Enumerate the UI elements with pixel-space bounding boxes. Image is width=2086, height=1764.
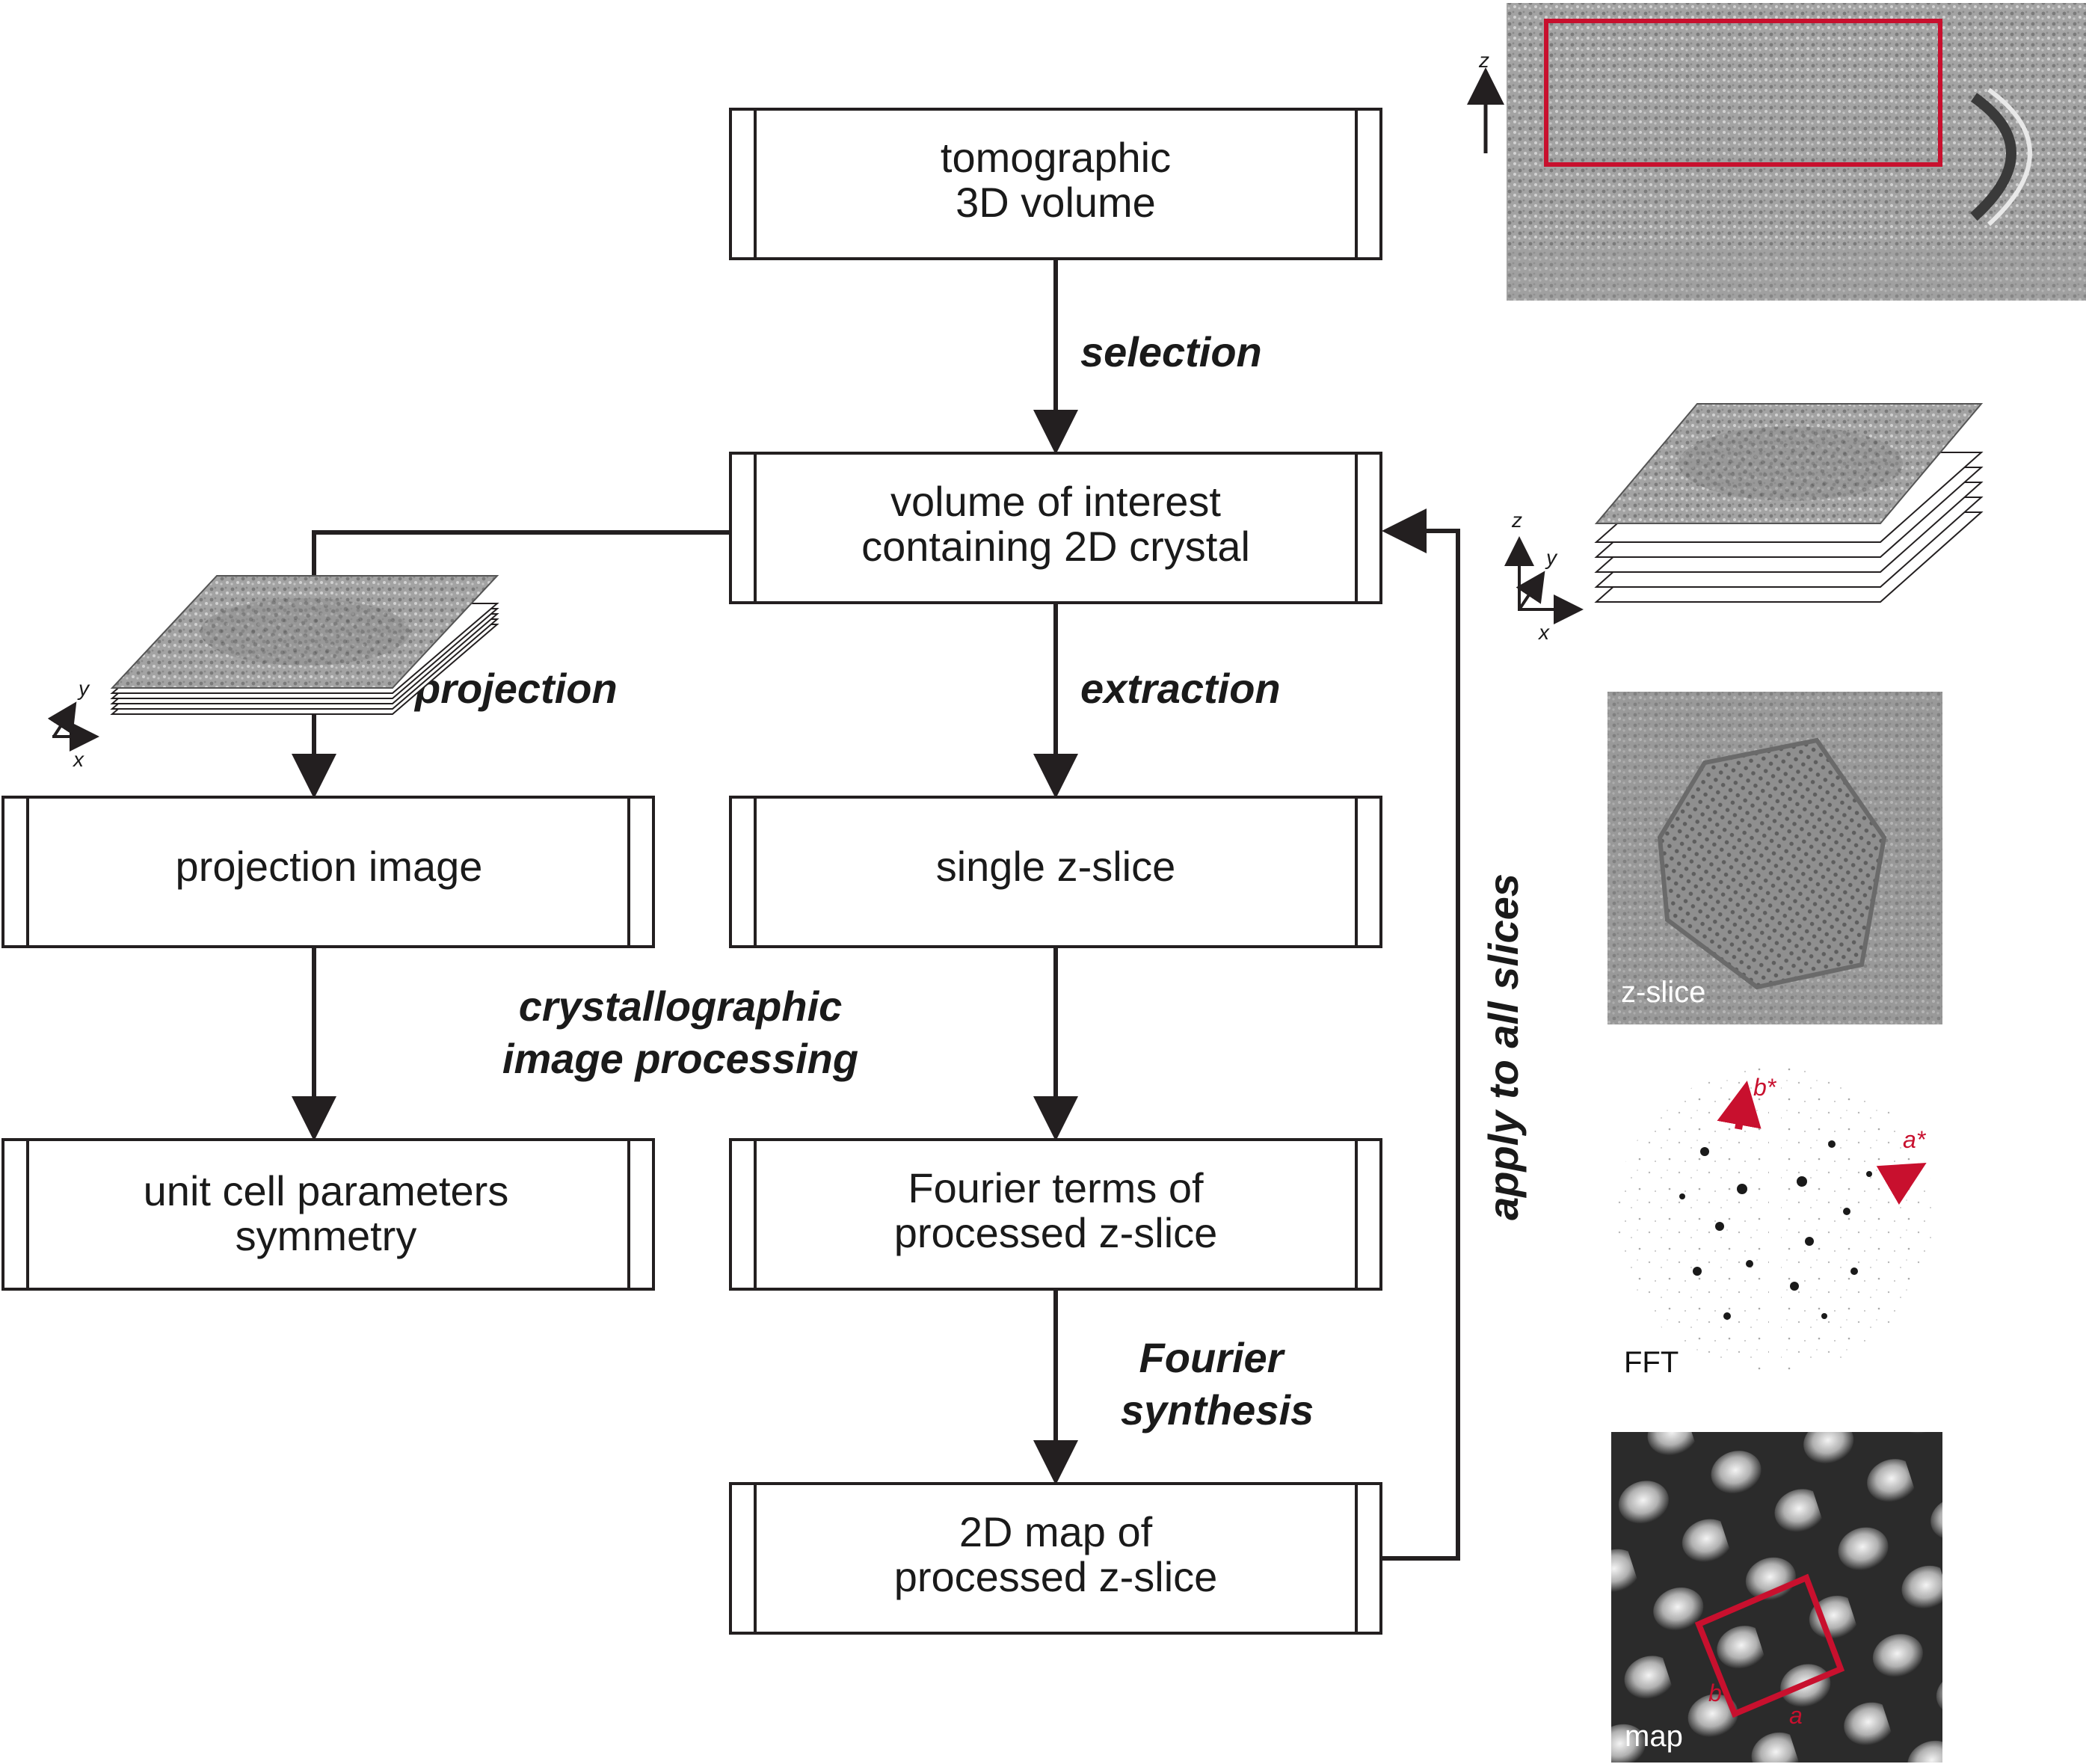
box-projection-line1: projection image [176,843,483,890]
axis-triad-icon: y x [47,677,99,771]
box-2d-map-line2: processed z-slice [894,1553,1218,1600]
arrow-left-icon [1381,508,1460,1561]
z-slice-label: z-slice [1621,976,1705,1009]
step-selection: selection [1080,328,1262,375]
axis-z-stack: z [1511,508,1522,532]
step-apply-to-all: apply to all slices [1480,873,1527,1220]
box-fourier-terms-line2: processed z-slice [894,1209,1218,1256]
z-slice-panel: z-slice [1607,692,1942,1024]
box-tomographic-line2: 3D volume [956,179,1156,226]
fft-a-star: a* [1903,1126,1927,1153]
box-volume-line2: containing 2D crystal [861,523,1250,570]
step-crystallographic-line1: crystallographic [519,983,843,1030]
box-tomographic: tomographic 3D volume [729,108,1382,260]
step-projection: projection [413,665,618,712]
box-unit-cell: unit cell parameters symmetry [1,1138,655,1291]
axis-x-stack: x [1537,621,1550,644]
box-volume-line1: volume of interest [890,478,1221,525]
box-fourier-terms-line1: Fourier terms of [908,1164,1204,1211]
step-fourier-line2: synthesis [1121,1386,1314,1433]
fft-label: FFT [1624,1346,1679,1379]
axis-triad-icon: z y x [1504,508,1584,644]
box-unit-cell-line1: unit cell parameters [144,1167,509,1214]
map-label: map [1625,1720,1683,1753]
box-projection-image: projection image [1,796,655,948]
connectors [292,259,1460,1561]
axis-y-stack: y [1545,546,1558,569]
step-crystallographic-line2: image processing [502,1035,858,1082]
map-a-label: a [1789,1702,1803,1729]
box-2d-map: 2D map of processed z-slice [729,1482,1382,1635]
box-tomographic-line1: tomographic [941,134,1171,181]
step-fourier-line1: Fourier [1139,1334,1286,1381]
tomogram-image [1507,3,2086,301]
map-panel: a b map [1611,1432,1942,1763]
step-extraction: extraction [1080,665,1281,712]
slice-stack-icon [110,575,499,715]
axis-y-left: y [77,677,90,700]
map-b-label: b [1708,1680,1722,1706]
fft-b-star: b* [1753,1074,1777,1101]
unit-cell-outline [1694,1573,1845,1718]
box-unit-cell-line2: symmetry [236,1212,417,1259]
axis-triad-icon: z [1467,49,1504,153]
axis-z-top: z [1478,49,1489,72]
fft-panel: b* a* FFT [1607,1054,1942,1387]
box-single-z-slice: single z-slice [729,796,1382,948]
box-2d-map-line1: 2D map of [959,1508,1153,1555]
box-fourier-terms: Fourier terms of processed z-slice [729,1138,1382,1291]
box-z-slice-line1: single z-slice [936,843,1176,890]
box-volume-of-interest: volume of interest containing 2D crystal [729,452,1382,604]
axis-x-left: x [72,748,84,771]
slice-stack-icon [1594,403,1984,603]
selection-box [1544,19,1942,167]
